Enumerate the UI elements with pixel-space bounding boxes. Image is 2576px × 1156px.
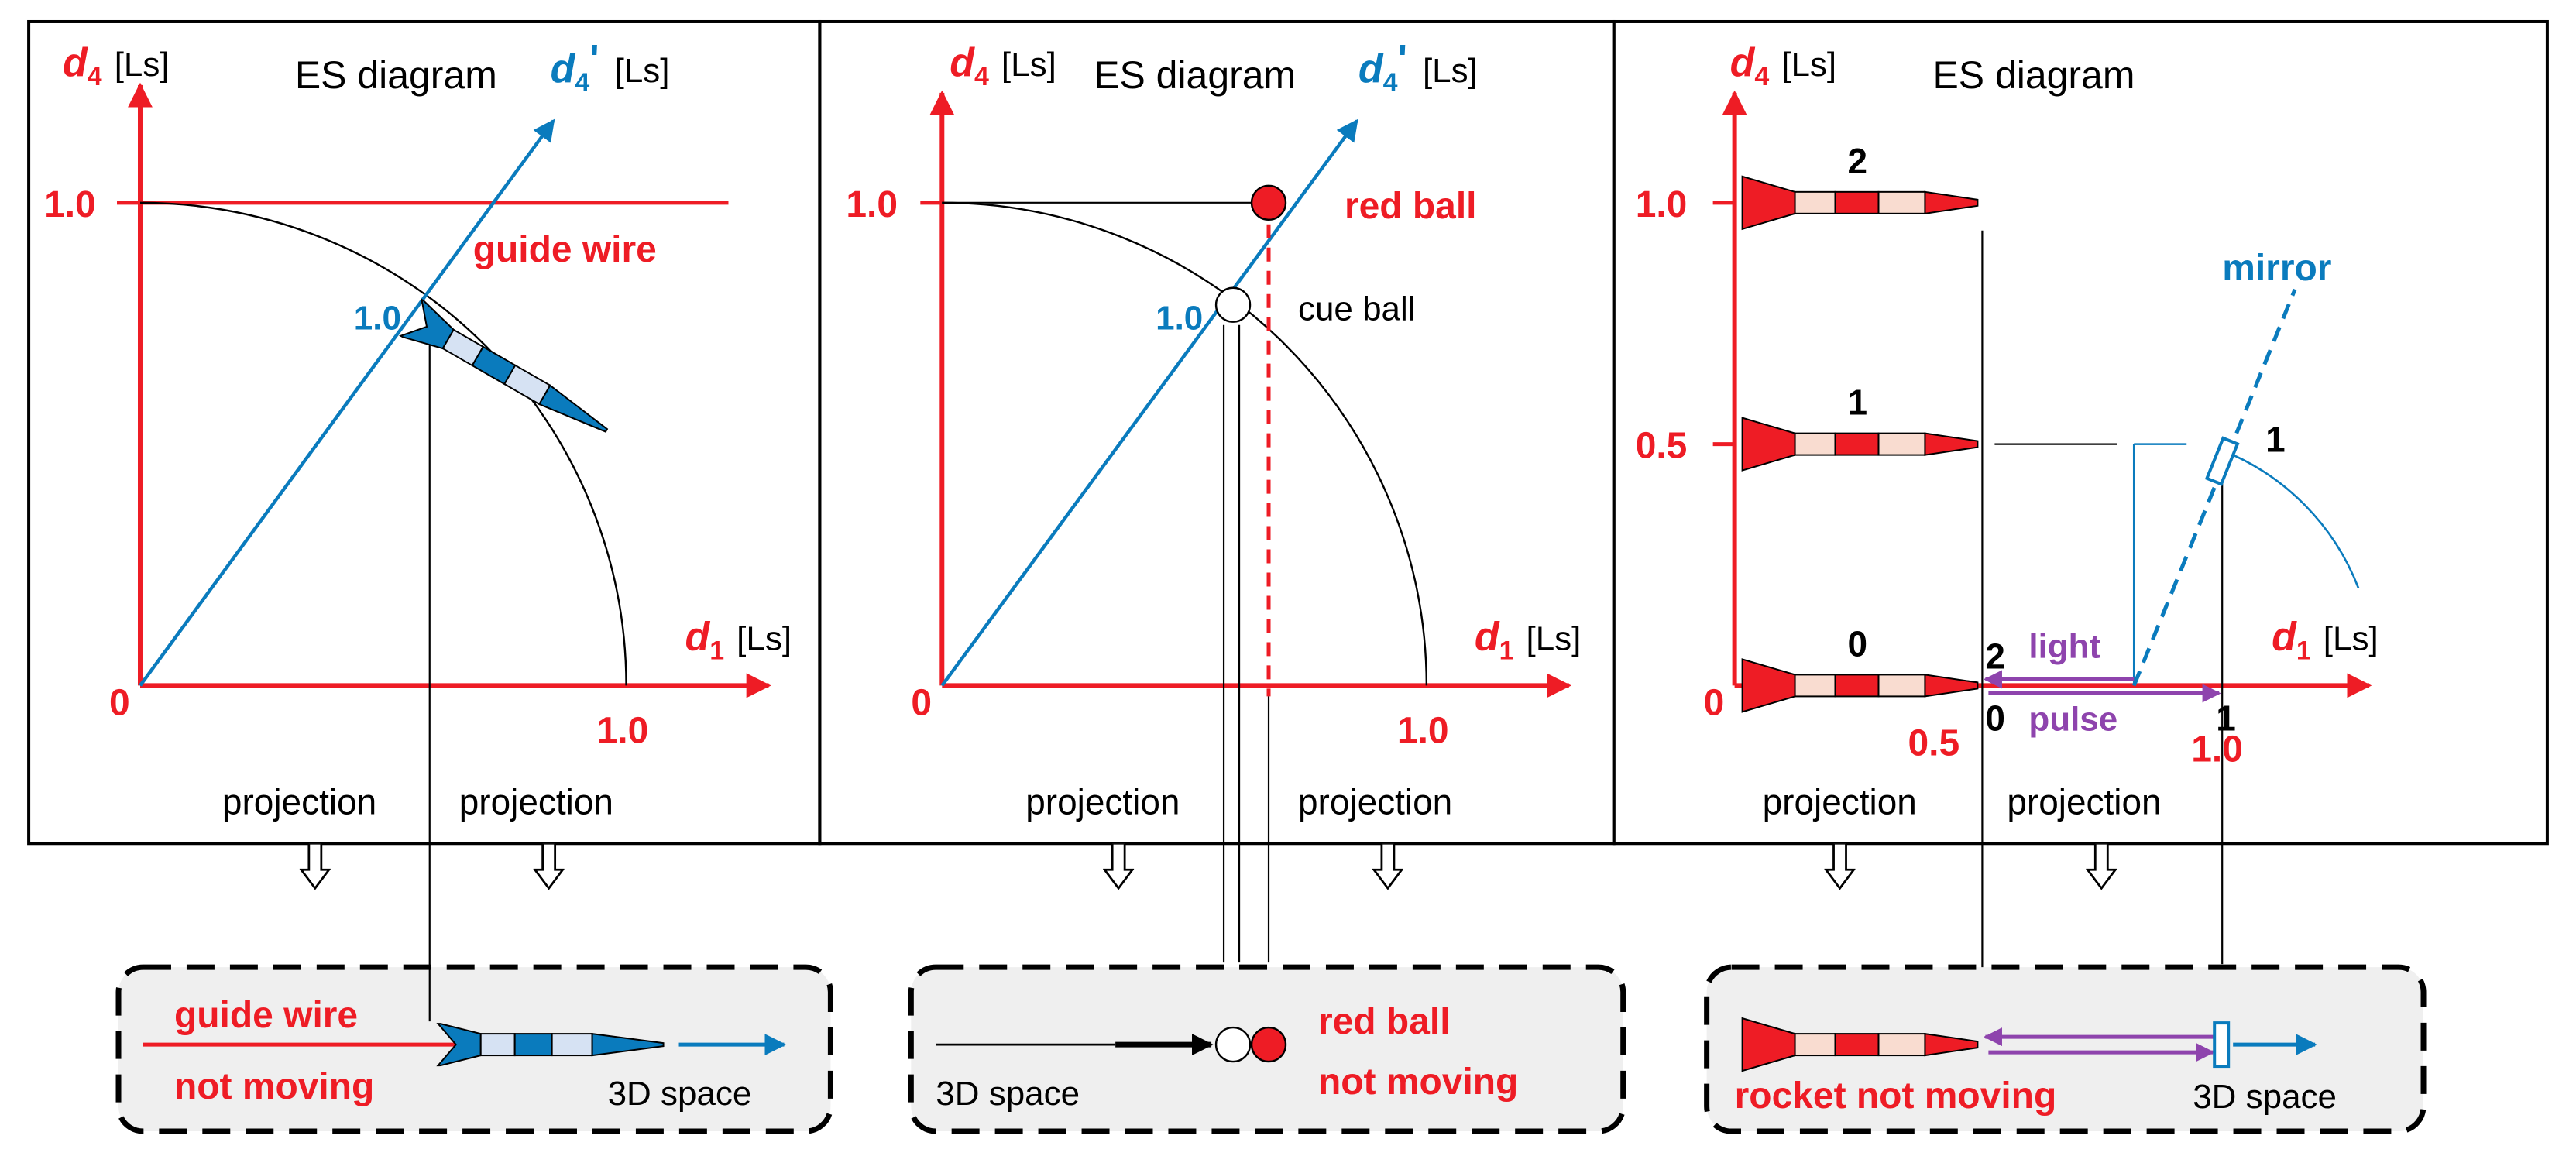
panel-2-origin: 0 (911, 682, 932, 723)
bottom-box-1-line1: guide wire (174, 995, 358, 1036)
panel-3-projection-right: projection (2007, 781, 2161, 822)
bottom-box-2-space: 3D space (936, 1075, 1080, 1113)
bottom-box-3-frame (1704, 964, 2427, 1134)
panel-2-projection-left: projection (1025, 781, 1180, 822)
projection-arrow-icon (2086, 843, 2117, 890)
panel-1-quarter-circle (139, 201, 627, 686)
panel-2-oblique-axis (940, 118, 1358, 687)
panel-3-pulse-left-top: 2 (1985, 636, 2005, 676)
bottom-box-1-line2: not moving (174, 1066, 374, 1107)
cue-ball (1214, 1026, 1252, 1063)
panel-3-pulse-right: 1 (2216, 698, 2236, 738)
cue-ball (1214, 286, 1252, 323)
panel-2: ES diagram d4[Ls] 1.0 1.0 0 1.0 red ball… (846, 37, 1582, 963)
panel-3-tick-y-mid: 0.5 (1636, 426, 1688, 467)
panel-2-x-axis-label: d1[Ls] (1475, 614, 1582, 665)
bottom-box-1: guide wire not moving 3D space (115, 964, 833, 1134)
panel-3-tick-x-half: 0.5 (1908, 722, 1959, 763)
bottom-box-1-space: 3D space (608, 1075, 752, 1113)
panel-1-tick-x: 1.0 (597, 710, 649, 751)
panel-3-rocket-label-top: 2 (1848, 141, 1868, 181)
rocket-icon (1741, 658, 1979, 713)
panel-2-red-ball-label: red ball (1345, 186, 1477, 227)
rocket-icon (1741, 175, 1979, 230)
panel-1-guide-wire-label: guide wire (473, 229, 657, 270)
panel-3-pulse-label: pulse (2028, 700, 2117, 738)
panel-3-pulse-left-bottom: 0 (1985, 698, 2005, 738)
panel-1-oblique-axis-label: d4'[Ls] (551, 37, 670, 98)
panel-3-mirror-tick: 1 (2265, 420, 2286, 460)
panel-3-rocket-label-bottom: 0 (1848, 623, 1868, 664)
panel-2-quarter-circle (942, 201, 1428, 686)
panel-3-y-axis-label: d4[Ls] (1730, 40, 1837, 91)
panel-3-light-label: light (2028, 627, 2100, 665)
bottom-box-2-line2: not moving (1318, 1062, 1518, 1103)
panel-3-tick-x-one: 1.0 (2191, 729, 2243, 770)
panel-3-projection-left: projection (1763, 781, 1917, 822)
bottom-box-3-mirror-element (2213, 1021, 2231, 1069)
panel-3-mirror-label: mirror (2222, 248, 2331, 289)
panel-2-projection-right: projection (1298, 781, 1452, 822)
projection-arrow-icon (300, 843, 331, 890)
panel-3-title: ES diagram (1932, 53, 2135, 97)
panel-3-mirror-element (2204, 436, 2240, 486)
panel-1-x-axis-label: d1[Ls] (685, 614, 792, 665)
red-ball (1250, 184, 1287, 221)
bottom-box-2: 3D space red ball not moving (908, 964, 1626, 1134)
panel-2-border (818, 19, 1616, 846)
bottom-box-3-line1: rocket not moving (1735, 1075, 2057, 1117)
dart-icon (399, 297, 618, 451)
panel-1-projection-right: projection (459, 781, 613, 822)
projection-arrow-icon (1372, 843, 1403, 890)
projection-arrow-icon (1825, 843, 1855, 890)
panel-1-border (27, 19, 822, 846)
projection-arrow-icon (1103, 843, 1134, 890)
panel-1-title: ES diagram (295, 53, 497, 97)
panel-3-mirror-dashed (2131, 288, 2297, 687)
panel-1-oblique-tick: 1.0 (354, 300, 401, 338)
panel-2-tick-x: 1.0 (1397, 710, 1449, 751)
panel-3: ES diagram d4[Ls] 2 1 0 1.0 0.5 0 (1636, 40, 2379, 991)
projection-arrow-icon (534, 843, 565, 890)
panel-3-rocket-label-mid: 1 (1848, 382, 1868, 423)
panel-1-tick-y: 1.0 (44, 184, 96, 225)
panel-3-border (1612, 19, 2549, 846)
panel-1-oblique-axis (139, 118, 555, 687)
panel-3-tick-y-top: 1.0 (1636, 184, 1688, 225)
panel-2-title: ES diagram (1094, 53, 1296, 97)
red-ball (1250, 1026, 1287, 1063)
bottom-box-2-line1: red ball (1318, 1001, 1451, 1042)
panel-3-origin: 0 (1704, 682, 1725, 723)
panel-1: ES diagram d4[Ls] 1.0 1.0 0 1.0 guide wi… (44, 37, 792, 1093)
panel-2-tick-y: 1.0 (846, 184, 898, 225)
panel-1-projection-left: projection (222, 781, 376, 822)
panel-3-x-axis-label: d1[Ls] (2272, 614, 2379, 665)
panel-2-oblique-axis-label: d4'[Ls] (1358, 37, 1478, 98)
panel-2-cue-ball-label: cue ball (1298, 290, 1416, 328)
panel-3-blue-arc (2221, 449, 2360, 588)
bottom-box-3-space: 3D space (2193, 1078, 2337, 1116)
panel-2-oblique-tick: 1.0 (1156, 300, 1203, 338)
panel-1-y-axis-label: d4[Ls] (63, 40, 170, 91)
panel-1-origin: 0 (109, 682, 130, 723)
bottom-box-3: rocket not moving 3D space (1704, 964, 2427, 1134)
panel-2-y-axis-label: d4[Ls] (950, 40, 1056, 91)
rocket-icon (1741, 417, 1979, 472)
